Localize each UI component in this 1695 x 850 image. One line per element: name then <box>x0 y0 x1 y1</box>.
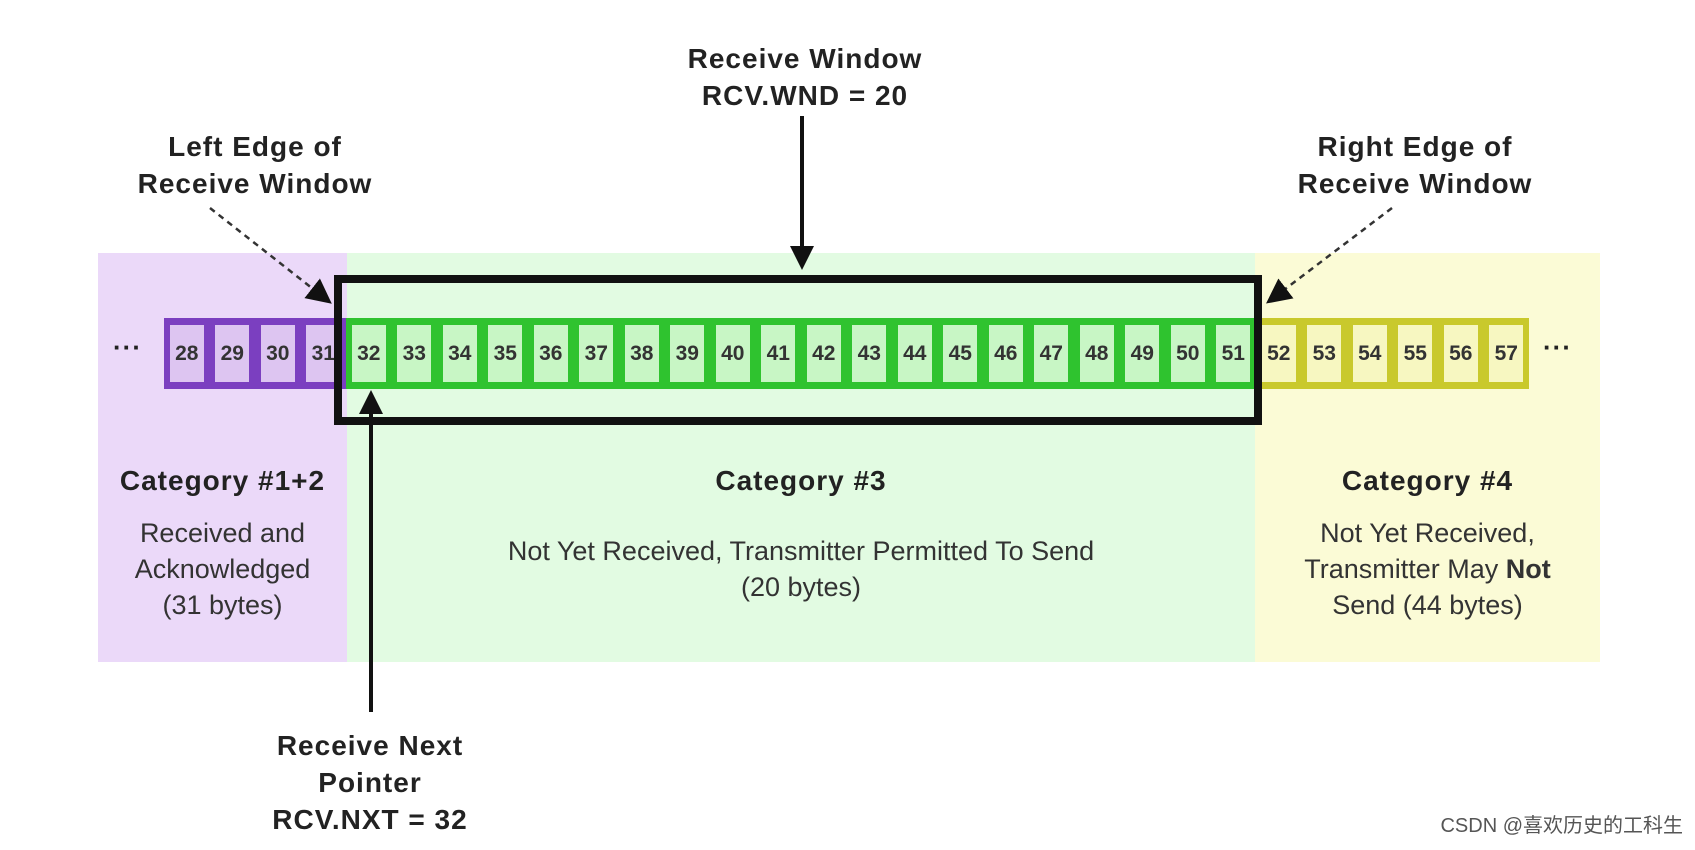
byte-cell: 52 <box>1256 318 1302 389</box>
right-edge-line1: Right Edge of <box>1317 131 1513 162</box>
receive-next-line3: RCV.NXT = 32 <box>272 804 468 835</box>
byte-number: 35 <box>488 325 523 382</box>
byte-cell: 35 <box>482 318 528 389</box>
category-4-title: Category #4 <box>1341 465 1514 496</box>
byte-number: 29 <box>215 325 250 382</box>
byte-cell: 51 <box>1210 318 1256 389</box>
category-4-line3: Send (44 bytes) <box>1332 590 1523 620</box>
byte-cell: 39 <box>664 318 710 389</box>
byte-cell: 54 <box>1347 318 1393 389</box>
right-edge-line2: Receive Window <box>1297 168 1533 199</box>
byte-number: 37 <box>579 325 614 382</box>
category-1-2-title: Category #1+2 <box>119 465 326 496</box>
byte-cell: 32 <box>346 318 392 389</box>
category-4-line1: Not Yet Received, <box>1320 518 1535 548</box>
byte-number: 50 <box>1170 325 1205 382</box>
category-3-block: Category #3 Not Yet Received, Transmitte… <box>347 462 1255 605</box>
category-3-description: Not Yet Received, Transmitter Permitted … <box>347 533 1255 605</box>
byte-cell: 42 <box>801 318 847 389</box>
byte-number: 47 <box>1034 325 1069 382</box>
byte-cell: 56 <box>1438 318 1484 389</box>
byte-cell: 40 <box>710 318 756 389</box>
byte-number: 49 <box>1125 325 1160 382</box>
category-4-description: Not Yet Received, Transmitter May Not Se… <box>1255 515 1600 623</box>
byte-number: 28 <box>169 325 204 382</box>
left-edge-line2: Receive Window <box>137 168 373 199</box>
byte-number: 41 <box>761 325 796 382</box>
byte-cell: 53 <box>1301 318 1347 389</box>
byte-cell: 50 <box>1165 318 1211 389</box>
byte-number: 34 <box>442 325 477 382</box>
receive-window-value: RCV.WND = 20 <box>701 80 909 111</box>
byte-number: 51 <box>1216 325 1251 382</box>
byte-cell: 36 <box>528 318 574 389</box>
byte-cell: 55 <box>1392 318 1438 389</box>
byte-cell: 46 <box>983 318 1029 389</box>
byte-cell: 41 <box>755 318 801 389</box>
category-3-line2: (20 bytes) <box>740 572 862 602</box>
byte-number: 57 <box>1489 325 1524 382</box>
byte-cell: 57 <box>1483 318 1529 389</box>
byte-number: 56 <box>1443 325 1478 382</box>
byte-number: 54 <box>1352 325 1387 382</box>
receive-window-frame <box>334 275 1262 425</box>
byte-number: 55 <box>1398 325 1433 382</box>
byte-number: 32 <box>351 325 386 382</box>
receive-next-pointer-label: Receive Next Pointer RCV.NXT = 32 <box>230 727 510 838</box>
category-1-2-line3: (31 bytes) <box>162 590 283 620</box>
watermark: CSDN @喜欢历史的工科生 <box>1440 815 1683 837</box>
byte-cell: 38 <box>619 318 665 389</box>
ellipsis-right: ··· <box>1543 332 1572 362</box>
ellipsis-left: ··· <box>113 332 142 362</box>
category-4-line2-bold: Not <box>1505 554 1551 584</box>
byte-cell: 34 <box>437 318 483 389</box>
byte-number: 48 <box>1079 325 1114 382</box>
receive-next-line1: Receive Next <box>276 730 464 761</box>
byte-cell: 44 <box>892 318 938 389</box>
byte-number: 39 <box>670 325 705 382</box>
byte-number: 46 <box>988 325 1023 382</box>
category-1-2-block: Category #1+2 Received and Acknowledged … <box>98 462 347 623</box>
right-edge-arrow <box>1266 207 1393 304</box>
byte-number: 33 <box>397 325 432 382</box>
byte-cell: 30 <box>255 318 301 389</box>
byte-number: 36 <box>533 325 568 382</box>
category-1-2-description: Received and Acknowledged (31 bytes) <box>98 515 347 623</box>
category-3-line1: Not Yet Received, Transmitter Permitted … <box>507 536 1095 566</box>
byte-cell: 28 <box>164 318 210 389</box>
byte-number: 44 <box>897 325 932 382</box>
receive-next-line2: Pointer <box>318 767 422 798</box>
byte-cell: 48 <box>1074 318 1120 389</box>
category-1-2-line2: Acknowledged <box>134 554 311 584</box>
left-edge-line1: Left Edge of <box>168 131 342 162</box>
byte-number: 40 <box>715 325 750 382</box>
category-4-block: Category #4 Not Yet Received, Transmitte… <box>1255 462 1600 623</box>
byte-cell: 49 <box>1119 318 1165 389</box>
receive-window-title: Receive Window <box>687 43 923 74</box>
byte-number: 45 <box>943 325 978 382</box>
category-4-line2-pre: Transmitter May <box>1304 554 1506 584</box>
right-edge-label: Right Edge of Receive Window <box>1270 128 1560 202</box>
category-3-title: Category #3 <box>715 465 887 496</box>
byte-cell: 29 <box>209 318 255 389</box>
byte-number: 52 <box>1261 325 1296 382</box>
byte-cell: 47 <box>1028 318 1074 389</box>
byte-cell: 43 <box>846 318 892 389</box>
byte-number: 30 <box>260 325 295 382</box>
category-4-line2: Transmitter May Not <box>1255 551 1600 587</box>
left-edge-arrow <box>209 207 332 304</box>
byte-cell: 37 <box>573 318 619 389</box>
left-edge-label: Left Edge of Receive Window <box>110 128 400 202</box>
category-1-2-line1: Received and <box>139 518 306 548</box>
receive-window-label: Receive Window RCV.WND = 20 <box>640 40 970 114</box>
byte-number: 42 <box>806 325 841 382</box>
byte-number: 43 <box>852 325 887 382</box>
byte-number: 38 <box>624 325 659 382</box>
byte-cell: 33 <box>391 318 437 389</box>
byte-number: 53 <box>1307 325 1342 382</box>
byte-cell: 45 <box>937 318 983 389</box>
